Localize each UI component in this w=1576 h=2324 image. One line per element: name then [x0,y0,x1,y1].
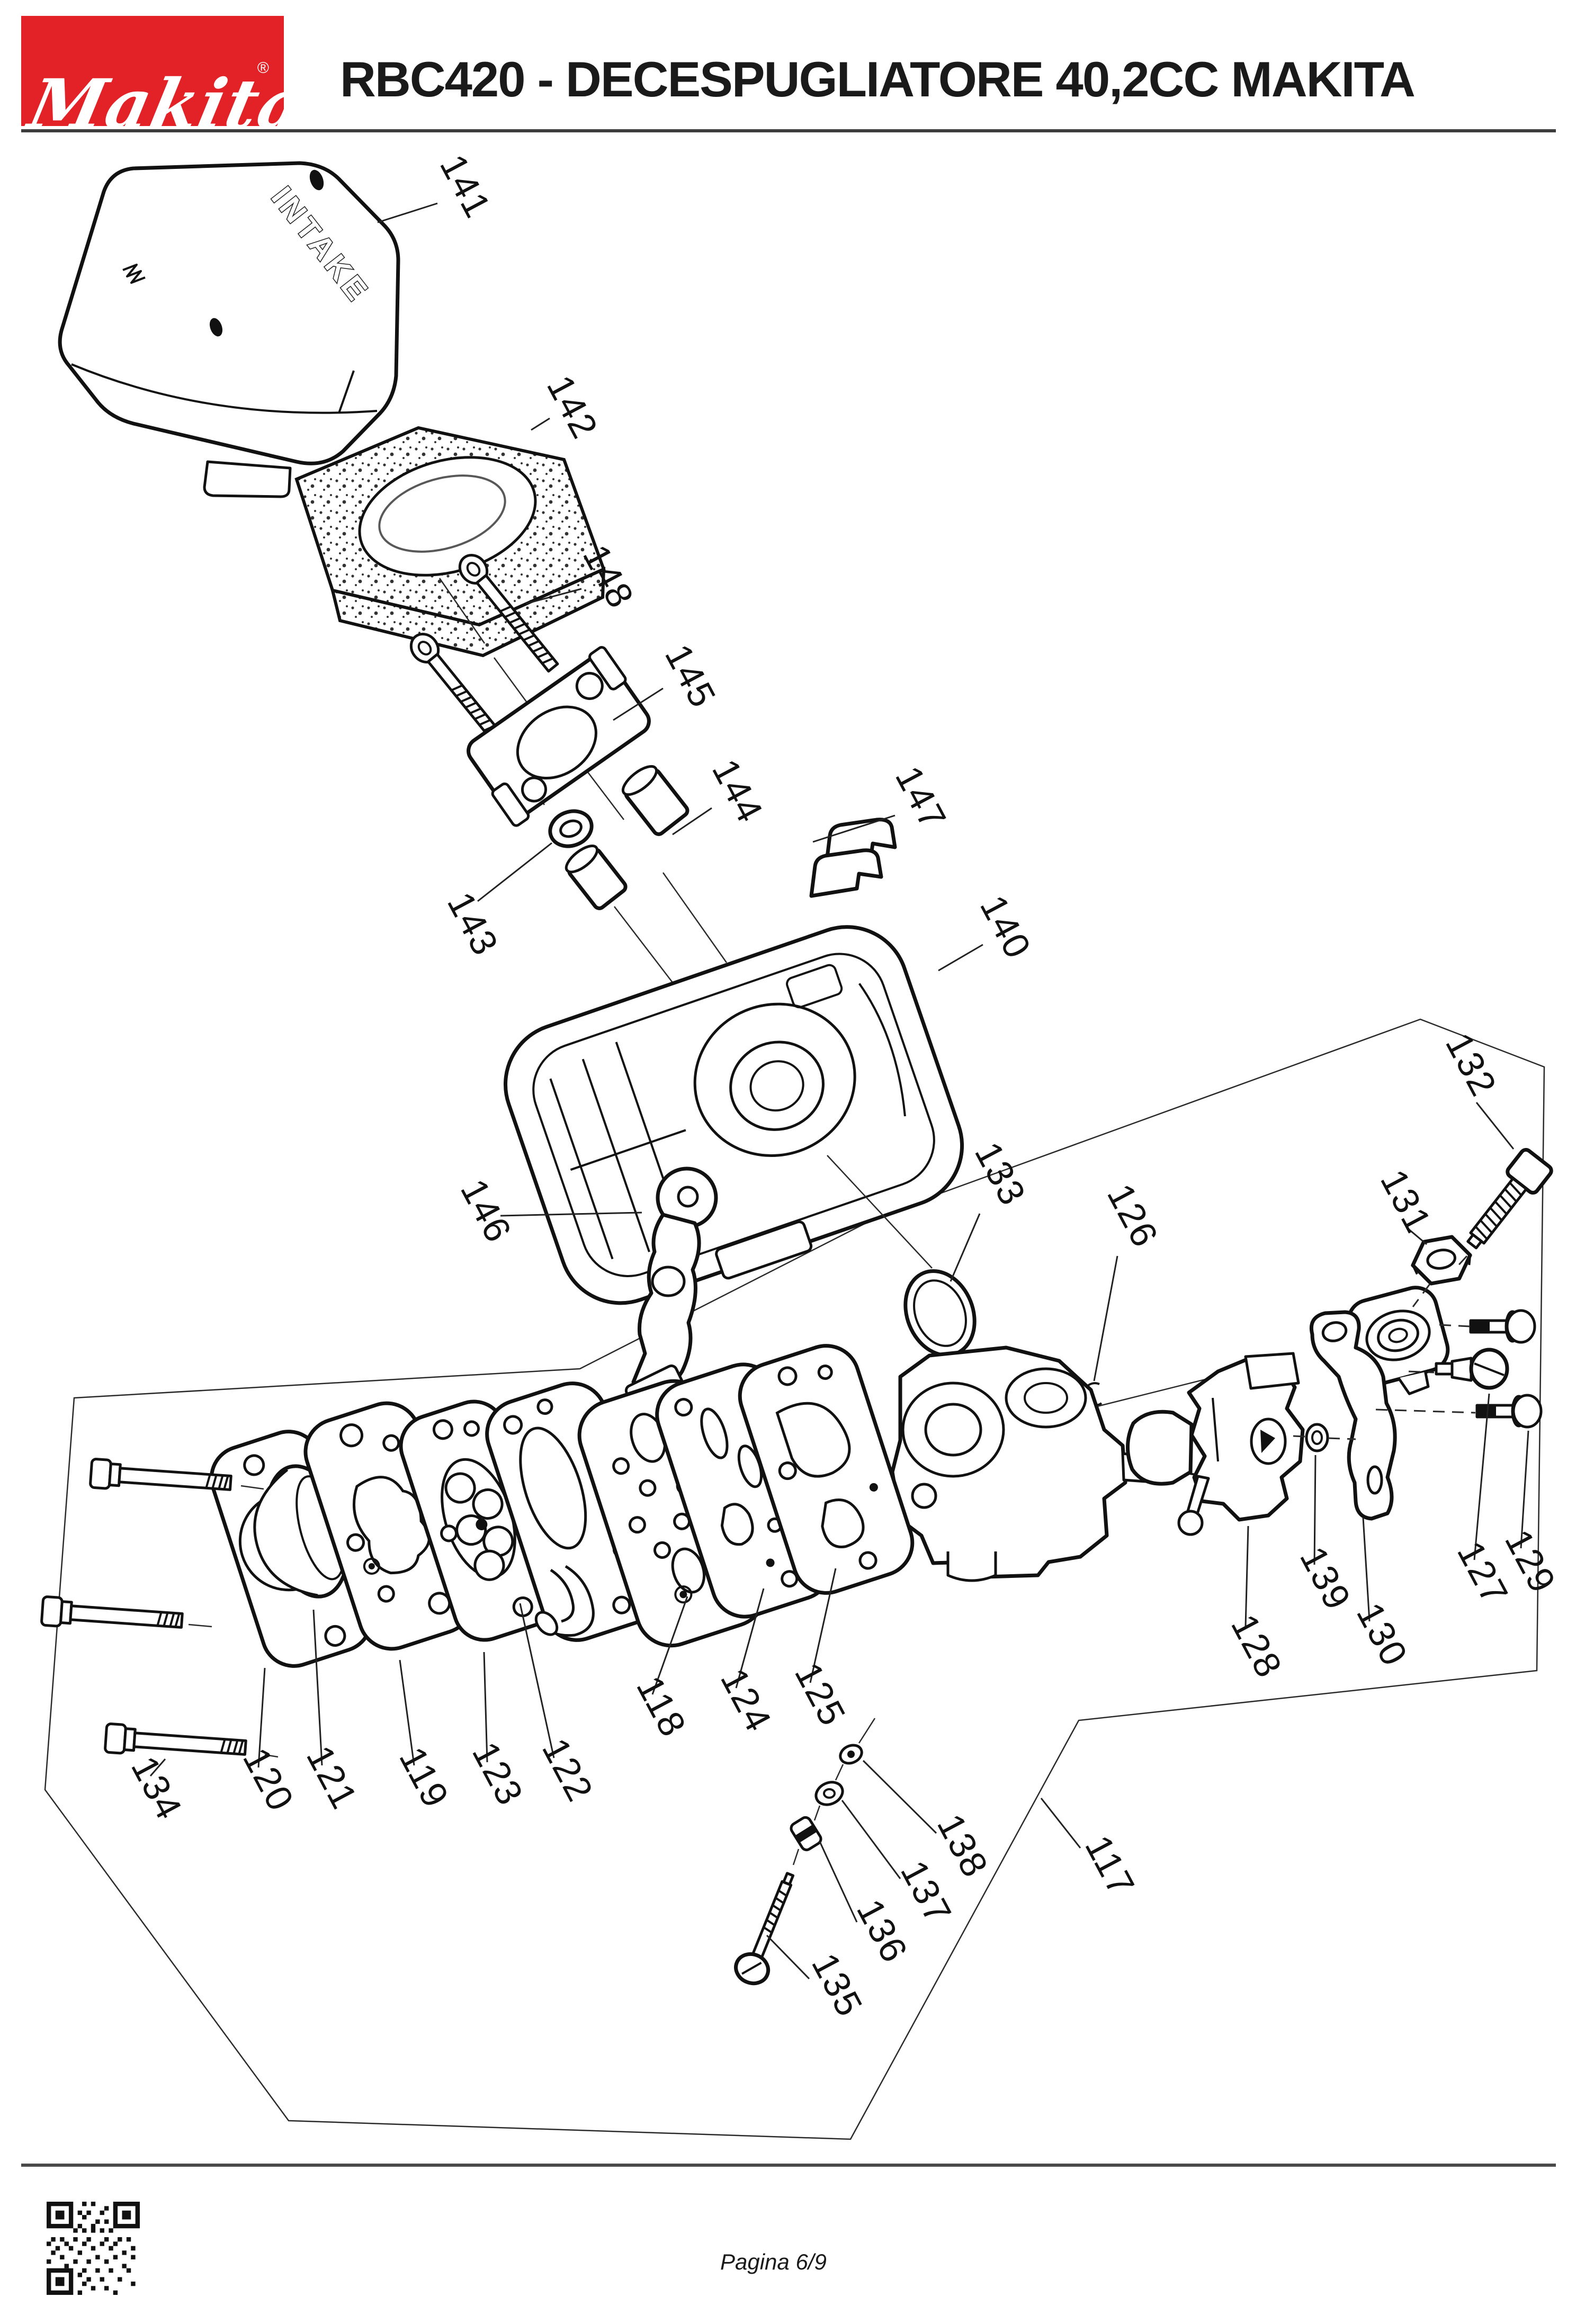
part-label-141: 141 [432,148,499,225]
part-label-123: 123 [464,1735,532,1812]
part-label-140: 140 [972,889,1040,965]
part-screw-132 [1466,1147,1553,1250]
part-label-133: 133 [967,1135,1034,1212]
part-label-145: 145 [657,638,724,714]
part-label-119: 119 [391,1740,457,1815]
part-gasket-119 [303,1401,475,1651]
part-label-125: 125 [787,1656,854,1733]
part-insulator-plate-145 [467,646,651,827]
part-label-126: 126 [1099,1177,1167,1254]
part-bolt-134-c [105,1724,246,1762]
qr-code [47,2202,140,2295]
part-air-cleaner-cover-141: INTAKE [58,161,400,498]
part-label-121: 121 [299,1739,366,1816]
part-bracket-130 [1310,1310,1397,1521]
part-label-131: 131 [1373,1163,1440,1240]
part-label-124: 124 [713,1662,780,1738]
page-title: RBC420 - DECESPUGLIATORE 40,2CC MAKITA [340,51,1416,107]
part-spacer-144-b [565,845,628,910]
part-label-143: 143 [440,885,507,962]
part-oring-133 [903,1269,977,1357]
part-screw-127 [1435,1348,1509,1390]
leader-lines [149,202,1529,1980]
part-clip-147 [809,818,897,898]
assembly-boundary-117-outline [44,1018,1545,2140]
part-washer-139 [1305,1423,1329,1452]
page-number: Pagina 6/9 [720,2249,827,2274]
screw-alignment-dashes [1293,1255,1476,1440]
clip-install-line [1097,1376,1216,1407]
part-washer-143 [548,809,594,848]
part-nut-131 [1411,1235,1472,1286]
small-parts-axis [792,1718,876,1865]
part-screw-135 [734,1872,795,1986]
part-label-118: 118 [629,1670,694,1744]
part-label-132: 132 [1438,1026,1505,1103]
part-pump-elbow [534,1565,595,1637]
part-bolt-134-b [41,1596,183,1635]
part-label-117: 117 [1077,1829,1143,1903]
part-label-142: 142 [539,369,606,445]
part-label-147: 147 [888,759,955,836]
part-washer-138 [839,1744,863,1765]
part-screw-129-a [1471,1311,1535,1342]
part-label-135: 135 [804,1946,871,2023]
part-label-130: 130 [1349,1596,1416,1673]
part-label-144: 144 [704,752,772,829]
part-diaphragm-125 [738,1344,915,1595]
part-washer-137 [814,1781,844,1806]
bolt-axis-dashes [188,1485,279,1758]
part-bolt-134-a [90,1459,231,1497]
footer-rule [21,2164,1556,2167]
part-label-139: 139 [1292,1540,1359,1617]
part-choke-assembly-128 [1126,1352,1305,1536]
part-label-128: 128 [1223,1608,1291,1684]
part-label-146: 146 [453,1172,520,1249]
part-label-137: 137 [893,1854,960,1931]
part-nut-136 [790,1816,822,1852]
part-air-cleaner-base-140 [504,925,964,1305]
part-plate-122 [485,1381,664,1642]
header-rule [21,129,1556,132]
part-diaphragm-123 [399,1399,560,1642]
registered-trademark-icon: ® [257,59,269,77]
makita-logo: Makita ® [21,16,284,126]
part-spacer-144-a [621,765,690,836]
part-label-134: 134 [123,1749,191,1826]
part-label-122: 122 [534,1731,602,1808]
part-label-136: 136 [849,1892,916,1969]
part-foam-element-142 [294,426,606,658]
